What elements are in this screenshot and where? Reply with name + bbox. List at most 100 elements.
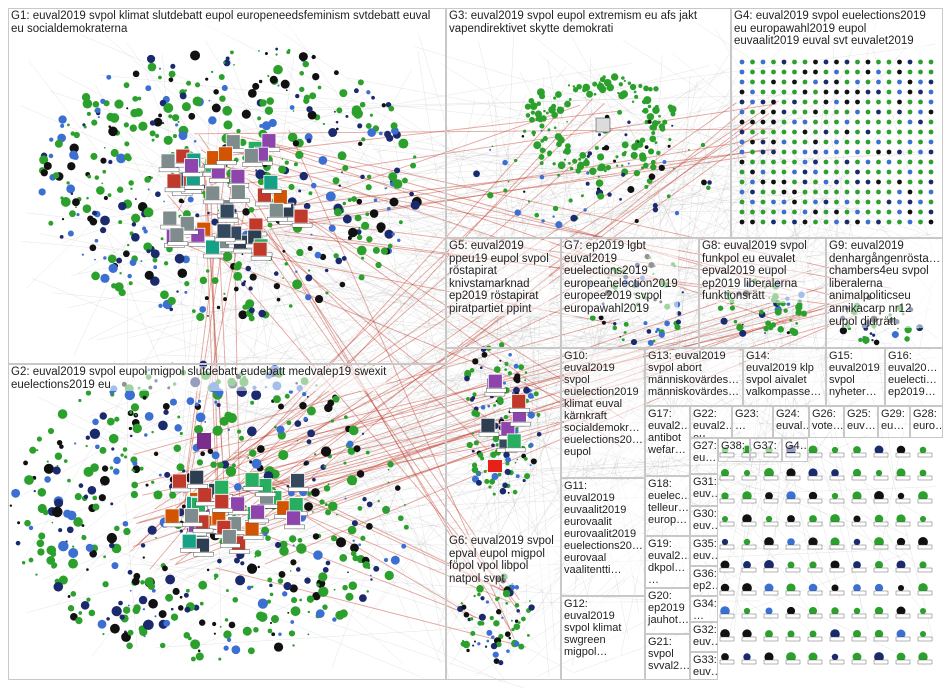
group-label-g38: G38: [721,440,745,452]
vertex-node [809,561,816,568]
group-label-g22: G22: euval2… eu… [693,408,732,438]
group-label-g19: G19: euval2… dkpol… … [648,538,690,586]
group-panel-g1: G1: euval2019 svpol klimat slutdebatt eu… [8,8,446,364]
vertex-label-box [896,568,910,572]
group-label-g18: G18: euelec… telleur… europ… [648,478,690,526]
vertex-label-box [852,522,866,526]
group-label-g21: G21: svpol svval2… [648,636,690,672]
group-panel-g21: G21: svpol svval2… [645,634,690,680]
vertex-node [920,608,926,614]
group-panel-g9: G9: euval2019 denhargångenrösta… chamber… [826,238,943,348]
group-panel-g36: G36: ep2… [690,566,718,596]
vertex-node [766,516,772,522]
vertex-label-box [764,614,778,618]
group-panel-g23: G23: … [732,406,773,438]
group-label-g2: G2: euval2019 svpol eupol migpol slutdeb… [11,366,386,391]
vertex-node [744,608,750,614]
group-panel-g33: G33: euv… [690,652,718,680]
vertex-label-box [874,499,888,503]
group-panel-g29: G29: eu… [878,406,910,438]
vertex-node [787,538,795,546]
vertex-label-box [742,660,756,664]
vertex-node [920,447,927,454]
vertex-label-box [830,614,844,618]
vertex-label-box [786,499,800,503]
vertex-node [919,561,926,568]
group-panel-g24: G24: euval… [773,406,809,438]
vertex-label-box [874,453,888,457]
group-label-g1: G1: euval2019 svpol klimat slutdebatt eu… [11,10,430,35]
vertex-label-box [918,522,932,526]
vertex-label-box [896,660,910,664]
group-label-g5: G5: euval2019 ppeu19 eupol svpol röstapi… [449,240,549,316]
vertex-label-box [896,499,910,503]
group-panel-g34: G34: … [690,596,718,622]
vertex-label-box [742,522,756,526]
vertex-label-box [764,660,778,664]
group-label-g34: G34: … [693,598,717,622]
vertex-label-box [808,637,822,641]
vertex-label-box [808,568,822,572]
group-panel-g3: G3: euval2019 svpol eupol extremism eu a… [446,8,731,238]
group-label-g28: G28: euro… [913,408,943,432]
group-label-g17: G17: euval2… antibot wefar… [648,408,690,456]
group-label-g14: G14: euval2019 klp svpol aivalet valkomp… [746,350,821,398]
vertex-node [721,653,729,661]
group-label-g37: G37: [753,440,777,452]
group-label-g11: G11: euval2019 euvaalit2019 eurovaalit e… [564,480,643,576]
vertex-label-box [786,660,800,664]
vertex-label-box [808,545,822,549]
vertex-node [765,607,772,614]
vertex-node [832,447,838,453]
vertex-label-box [742,637,756,641]
group-label-g4: G4: euval2019 svpol euelections2019 eu e… [734,10,926,48]
group-label-g13: G13: euval2019 svpol abort människovärde… [648,350,739,398]
vertex-label-box [874,591,888,595]
group-panel-g26: G26: vote… [809,406,844,438]
group-panel-g4x: G4… [782,438,808,462]
vertex-node [744,539,750,545]
vertex-label-box [830,637,844,641]
group-panel-g20: G20: ep2019 jauhot… [645,588,690,634]
vertex-label-box [852,476,866,480]
group-panel-g16: G16: euval20… euelecti… ep2019… [885,348,943,406]
vertex-label-box [852,591,866,595]
vertex-label-box [830,568,844,572]
group-panel-g17: G17: euval2… antibot wefar… [645,406,690,476]
vertex-node [743,653,750,660]
vertex-label-box [830,499,844,503]
vertex-label-box [852,637,866,641]
vertex-label-box [830,453,844,457]
vertex-node [787,515,795,523]
vertex-label-box [720,614,734,618]
vertex-label-box [874,476,888,480]
group-panel-g6: G6: euval2019 svpol epval eupol migpol f… [446,348,561,680]
vertex-node [832,493,838,499]
vertex-label-box [918,476,932,480]
vertex-label-box [896,614,910,618]
vertex-label-box [786,568,800,572]
vertex-label-box [742,499,756,503]
vertex-label-box [720,637,734,641]
group-panel-g5: G5: euval2019 ppeu19 eupol svpol röstapi… [446,238,561,348]
group-label-g3: G3: euval2019 svpol eupol extremism eu a… [449,10,697,35]
group-panel-g12: G12: euval2019 svpol klimat swgreen migp… [561,596,645,680]
vertex-label-box [896,591,910,595]
vertex-node [854,539,861,546]
vertex-label-box [764,568,778,572]
vertex-label-box [852,499,866,503]
vertex-node [853,584,861,592]
group-panel-g18: G18: euelec… telleur… europ… [645,476,690,536]
vertex-label-box [720,568,734,572]
vertex-node [831,469,839,477]
vertex-label-box [764,499,778,503]
vertex-label-box [764,545,778,549]
group-label-g9: G9: euval2019 denhargångenrösta… chamber… [829,240,940,328]
vertex-node [721,492,728,499]
group-panel-g22: G22: euval2… eu… [690,406,732,438]
vertex-label-box [852,660,866,664]
vertex-label-box [720,499,734,503]
vertex-label-box [786,522,800,526]
group-label-g23: G23: … [735,408,759,432]
vertex-label-box [918,499,932,503]
